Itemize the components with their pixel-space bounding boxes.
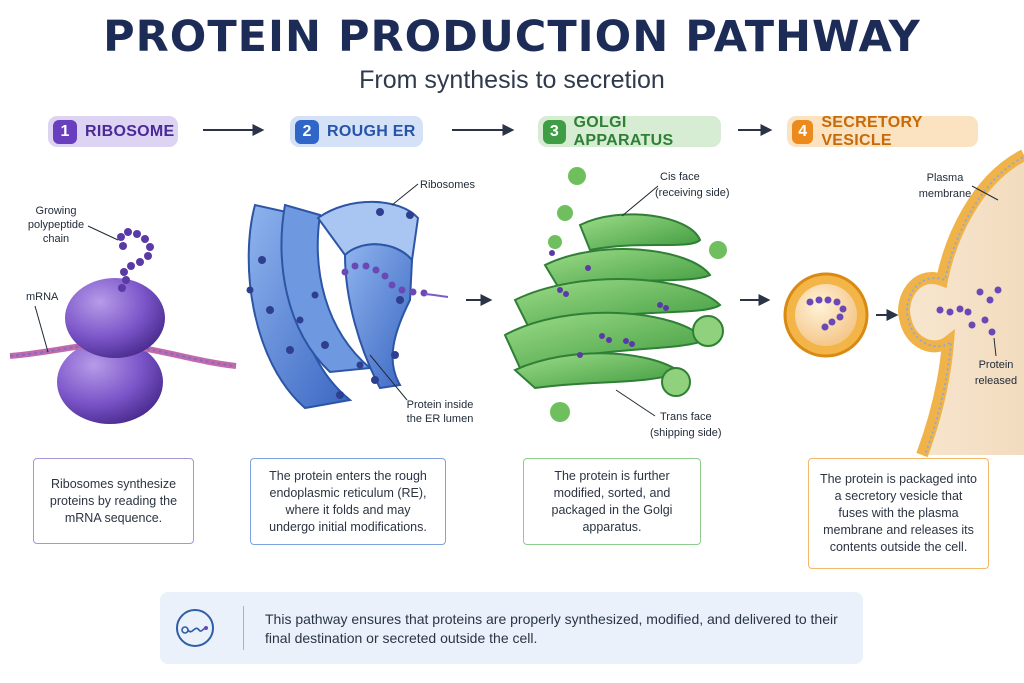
svg-text:(receiving side): (receiving side) — [655, 187, 730, 199]
ribosome-description: Ribosomes synthesize proteins by reading… — [33, 458, 194, 544]
footer-divider — [243, 606, 244, 650]
svg-text:Protein: Protein — [979, 359, 1014, 371]
protein-lumen-annotation: Protein inside the ER lumen — [369, 354, 474, 425]
plasma-membrane-illustration — [898, 149, 1024, 458]
svg-text:Trans face: Trans face — [660, 411, 712, 423]
summary-footer: This pathway ensures that proteins are p… — [160, 592, 863, 664]
golgi-description: The protein is further modified, sorted,… — [523, 458, 701, 545]
ribosome-illustration — [9, 228, 237, 424]
step-4-vesicle-label: 4 SECRETORY VESICLE — [787, 113, 978, 149]
step-title: RIBOSOME — [85, 122, 175, 140]
ribosomes-annotation: Ribosomes — [391, 179, 476, 206]
secretory-vesicle-illustration — [783, 272, 869, 358]
step-1-ribosome-label: 1 RIBOSOME — [48, 116, 178, 147]
svg-text:Plasma: Plasma — [927, 172, 965, 184]
pathway-icon — [176, 609, 214, 647]
step-number: 1 — [53, 119, 77, 144]
plasma-membrane-annotation: Plasma membrane — [919, 172, 999, 201]
trans-face-annotation: Trans face (shipping side) — [615, 389, 722, 439]
step-title: ROUGH ER — [327, 122, 416, 140]
cis-face-annotation: Cis face (receiving side) — [621, 171, 730, 217]
step-title: GOLGI APPARATUS — [573, 113, 674, 149]
svg-text:Ribosomes: Ribosomes — [420, 179, 476, 191]
page-subtitle: From synthesis to secretion — [359, 66, 665, 94]
svg-text:the ER lumen: the ER lumen — [407, 413, 474, 425]
step-2-rough-er-label: 2 ROUGH ER — [290, 116, 423, 147]
svg-text:Growing: Growing — [36, 205, 77, 217]
svg-text:Protein inside: Protein inside — [407, 399, 474, 411]
step-title: SECRETORY VESICLE — [821, 113, 923, 149]
page-title: PROTEIN PRODUCTION PATHWAY — [103, 12, 921, 62]
step-number: 4 — [792, 119, 814, 144]
step-number: 2 — [295, 119, 319, 144]
footer-text: This pathway ensures that proteins are p… — [265, 611, 838, 646]
svg-text:(shipping side): (shipping side) — [650, 427, 722, 439]
mrna-annotation: mRNA — [26, 291, 59, 353]
golgi-illustration — [503, 167, 727, 422]
vesicle-description: The protein is packaged into a secretory… — [808, 458, 989, 569]
svg-text:membrane: membrane — [919, 188, 972, 200]
growing-chain-annotation: Growing polypeptide chain — [28, 205, 119, 245]
step-3-golgi-label: 3 GOLGI APPARATUS — [538, 113, 721, 149]
svg-text:Cis face: Cis face — [660, 171, 700, 183]
svg-text:released: released — [975, 375, 1017, 387]
svg-text:chain: chain — [43, 233, 69, 245]
protein-released-annotation: Protein released — [975, 337, 1017, 387]
step-number: 3 — [543, 119, 566, 144]
svg-text:mRNA: mRNA — [26, 291, 59, 303]
rough-er-illustration — [246, 200, 449, 410]
svg-text:polypeptide: polypeptide — [28, 219, 84, 231]
rough-er-description: The protein enters the rough endoplasmic… — [250, 458, 446, 545]
